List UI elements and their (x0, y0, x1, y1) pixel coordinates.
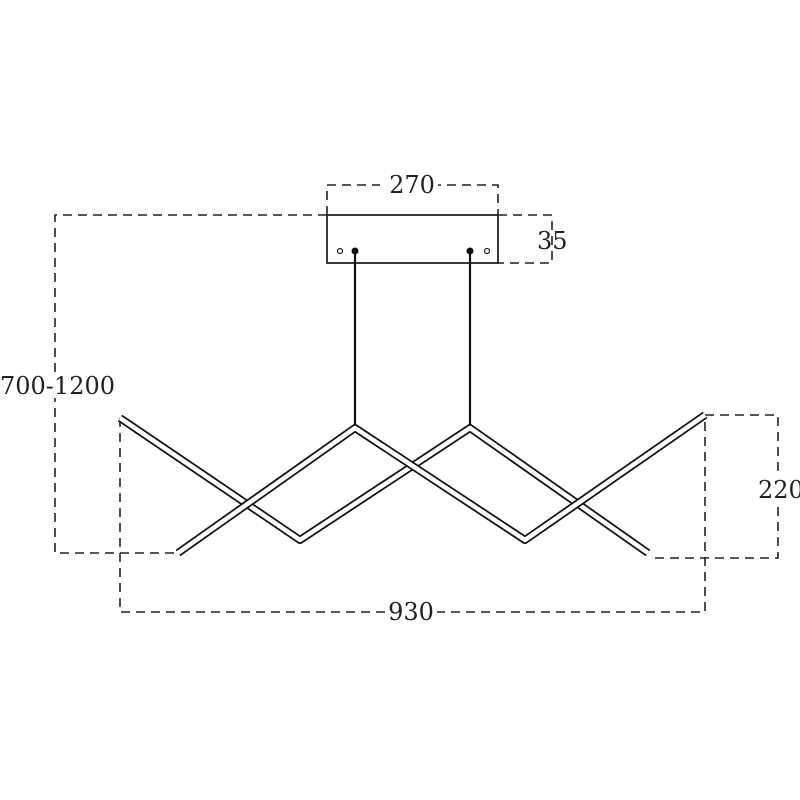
label-canopy-width: 270 (389, 171, 435, 199)
dim-35-line (498, 214, 553, 264)
screw-hole-right (483, 247, 491, 255)
label-canopy-height: 35 (537, 227, 568, 255)
canopy (326, 214, 499, 264)
light-tube-b (175, 411, 708, 557)
light-tube-a (117, 414, 651, 557)
screw-hole-left (336, 247, 344, 255)
label-fixture-width: 930 (388, 598, 434, 626)
label-drop-height: 700-1200 (0, 372, 115, 400)
dim-220-line (650, 414, 779, 559)
dim-930-line (119, 415, 706, 613)
dim-270-line (326, 184, 499, 215)
label-fixture-height: 220 (758, 476, 800, 504)
